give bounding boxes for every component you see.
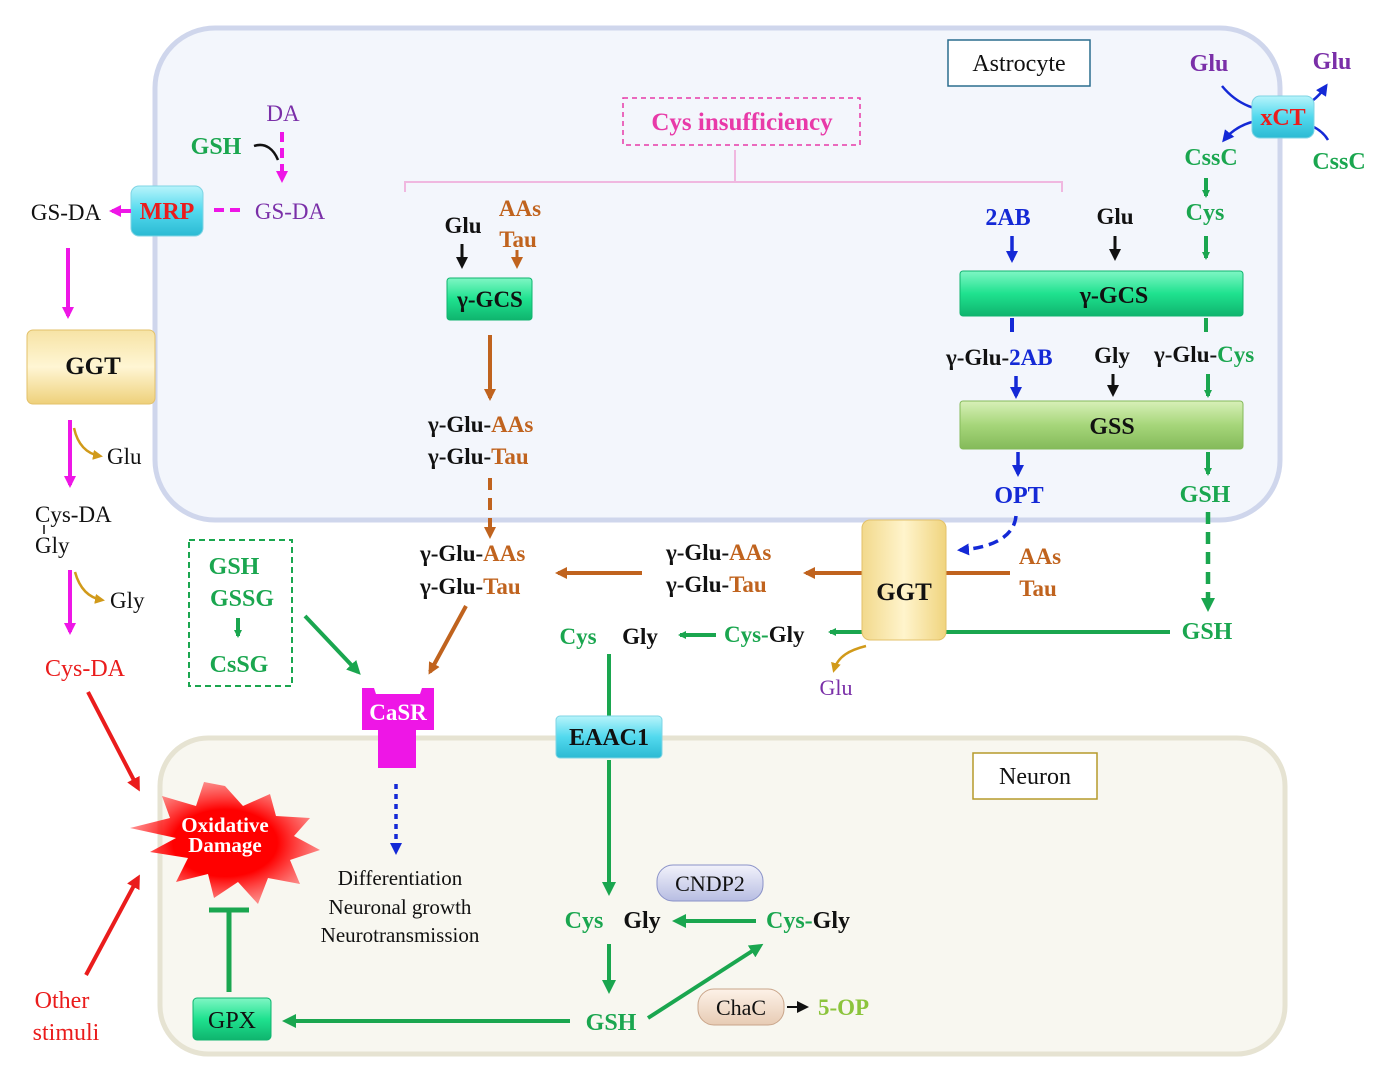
gssg-box-label: GSSG (210, 586, 274, 612)
casr-label: CaSR (369, 700, 427, 725)
gcs-right-label: γ-GCS (1079, 283, 1149, 309)
xct-transporter (1251, 95, 1315, 139)
cys-ext-label: Cys (559, 624, 596, 649)
cysda-to-oxidative-arrow (86, 691, 140, 792)
gsda-in-label: GS-DA (255, 199, 326, 224)
gsh-box-label: GSH (209, 554, 260, 580)
cys-insufficiency-box (622, 97, 861, 146)
cys-insufficiency-bracket (404, 150, 1063, 192)
glu-out-label: Glu (1313, 49, 1352, 75)
aas-mid-label: AAs (499, 196, 541, 221)
gglu-aas-low-label: γ-Glu-AAs (419, 541, 525, 566)
other-stimuli-label-1: Other (35, 988, 90, 1014)
da-label: DA (266, 101, 300, 126)
glu-below-ggt-label: Glu (820, 675, 853, 700)
gsh-extracell-label: GSH (1182, 619, 1233, 645)
gsh-conjugation-curve (253, 143, 280, 161)
casr-receptor (362, 688, 434, 768)
other-stimuli-label-2: stimuli (33, 1020, 100, 1046)
cndp2-label: CNDP2 (675, 871, 745, 896)
cys-insufficiency-label: Cys insufficiency (651, 109, 833, 136)
cysgly-ext-label: Cys-Gly (724, 622, 805, 647)
glu-release-ggt-arrow (831, 644, 867, 673)
gly-ext-label: Gly (622, 624, 658, 649)
glu-right-top-label: Glu (1096, 204, 1133, 229)
glu-ggt-left-label: Glu (107, 444, 142, 469)
pool-to-casr-arrow (303, 614, 361, 675)
gsh-right-astro-label: GSH (1180, 482, 1231, 508)
cysda-gly-label-2: Gly (35, 533, 70, 558)
gglu-to-casr-arrow (428, 605, 468, 675)
cssg-box-label: CsSG (210, 652, 269, 678)
5op-label: 5-OP (818, 995, 869, 1020)
cysda-red-label: Cys-DA (45, 656, 126, 682)
cysda-gly-label-1: Cys-DA (35, 502, 112, 527)
gcs-right-enzyme (959, 270, 1244, 317)
cys-neuron-label: Cys (565, 908, 604, 934)
astrocyte-cell (152, 25, 1283, 523)
gss-label: GSS (1089, 414, 1134, 440)
eaac1-label: EAAC1 (569, 725, 649, 751)
cssc-in-label: CssC (1184, 145, 1237, 171)
gcs-mid-enzyme (446, 277, 533, 321)
xct-label: xCT (1260, 105, 1305, 131)
2ab-label: 2AB (985, 205, 1030, 231)
aas-ggt-label: AAs (1019, 544, 1061, 569)
glu-mid-label: Glu (444, 213, 481, 238)
opt-label: OPT (994, 483, 1043, 509)
cndp2-enzyme (656, 864, 764, 902)
gsda-out-label: GS-DA (31, 200, 102, 225)
gglu-tau-r-label: γ-Glu-Tau (665, 572, 767, 597)
gsh-left-astro-label: GSH (191, 134, 242, 160)
gglu-cys-label: γ-Glu-Cys (1153, 342, 1254, 367)
gglu-aas-mid-label: γ-Glu-AAs (427, 412, 533, 437)
ggt-center-enzyme (861, 519, 947, 641)
gglu-aas-r-label: γ-Glu-AAs (665, 540, 771, 565)
gly-left-label: Gly (110, 588, 145, 613)
gcs-mid-label: γ-GCS (456, 287, 523, 312)
gpx-label: GPX (208, 1008, 256, 1034)
gpx-enzyme (192, 997, 272, 1041)
eaac1-transporter (555, 715, 663, 759)
gsh-to-cysgly-neuron-arrow (646, 943, 764, 1020)
cysgly-neuron-label: Cys-Gly (766, 908, 850, 934)
ggt-center-label: GGT (876, 579, 932, 606)
oxidative-damage-burst (130, 782, 320, 904)
astrocyte-label: Astrocyte (972, 51, 1065, 77)
oxidative-label-1: Oxidative (181, 813, 269, 837)
chac-enzyme (697, 988, 785, 1026)
differentiation-label: Differentiation (338, 866, 463, 890)
cssc-out-label: CssC (1312, 149, 1365, 175)
glu-in-top-label: Glu (1190, 51, 1229, 77)
gglu-2ab-label: γ-Glu-2AB (945, 345, 1053, 370)
stimuli-to-oxidative-arrow (84, 874, 140, 976)
gly-neuron-label: Gly (623, 908, 660, 934)
gss-enzyme (959, 400, 1244, 450)
glutathione-pool-box (188, 539, 293, 687)
gly-mid-right-label: Gly (1094, 343, 1130, 368)
tau-ggt-label: Tau (1019, 576, 1057, 601)
mrp-label: MRP (140, 199, 195, 225)
gglu-tau-mid-label: γ-Glu-Tau (427, 444, 529, 469)
opt-to-ggt-dashed-arrow (957, 515, 1018, 556)
gglu-tau-low-label: γ-Glu-Tau (419, 574, 521, 599)
gsh-neuron-label: GSH (586, 1010, 637, 1036)
chac-label: ChaC (716, 995, 766, 1020)
astrocyte-label-box (947, 39, 1091, 87)
tau-mid-label: Tau (499, 227, 537, 252)
neurotransmission-label: Neurotransmission (321, 923, 480, 947)
glu-release-left-arrow (72, 427, 103, 460)
oxidative-label-2: Damage (188, 833, 261, 857)
neuronal-growth-label: Neuronal growth (329, 895, 472, 919)
neuron-label-box (972, 752, 1098, 800)
cys-top-right-label: Cys (1186, 200, 1225, 226)
gly-release-left-arrow (73, 571, 105, 604)
ggt-left-label: GGT (65, 353, 121, 380)
ggt-left-enzyme (26, 329, 156, 405)
neuron-label: Neuron (999, 764, 1071, 790)
